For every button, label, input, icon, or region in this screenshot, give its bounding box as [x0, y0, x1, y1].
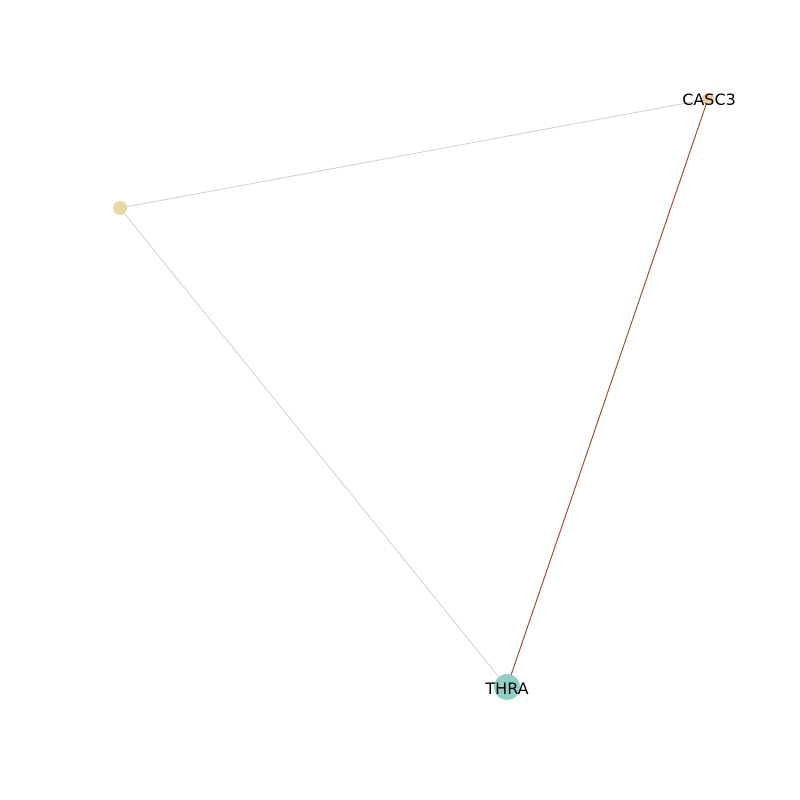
- node-unlabeled[interactable]: [113, 201, 127, 215]
- nodes-layer: [113, 93, 714, 700]
- edges-layer: [119, 98, 709, 688]
- node-label-thra: THRA: [484, 679, 528, 698]
- node-thra[interactable]: [494, 674, 520, 700]
- labels-layer: CASC3 THRA: [484, 90, 735, 698]
- edge-left-casc3: [119, 98, 709, 209]
- node-label-casc3: CASC3: [682, 90, 736, 109]
- edge-left-thra: [119, 207, 508, 688]
- node-casc3[interactable]: [702, 93, 714, 105]
- edge-casc3-thra: [506, 98, 709, 688]
